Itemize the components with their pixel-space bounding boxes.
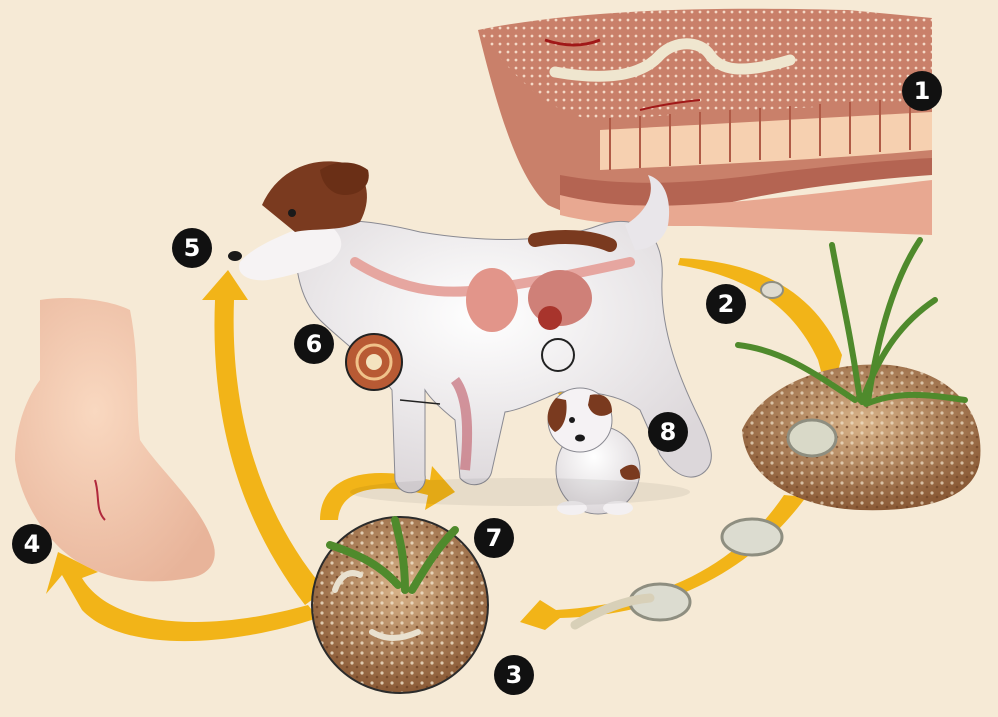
step-badge-6: 6 [294, 324, 334, 364]
step-badge-3: 3 [494, 655, 534, 695]
hatching-larva [575, 584, 690, 625]
egg-small [761, 282, 783, 298]
ground-shadow [350, 478, 690, 506]
intestine-section [478, 9, 932, 235]
arrow-3-to-5 [202, 270, 325, 605]
egg-on-soil [788, 420, 836, 456]
step-badge-7: 7 [474, 518, 514, 558]
step-badge-2: 2 [706, 284, 746, 324]
embryonated-egg [722, 519, 782, 555]
step-badge-5: 5 [172, 228, 212, 268]
soil-mound [742, 364, 980, 510]
step-badge-8: 8 [648, 412, 688, 452]
soil-circle [312, 517, 488, 693]
step-badge-1: 1 [902, 71, 942, 111]
step-badge-4: 4 [12, 524, 52, 564]
muscle-inset [346, 334, 402, 390]
